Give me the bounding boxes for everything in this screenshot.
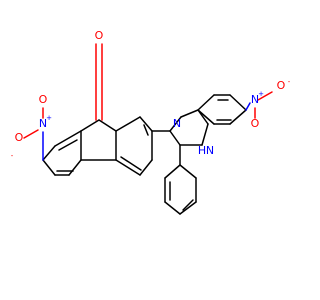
carbon-bond <box>169 130 181 146</box>
carbon-bond <box>115 116 141 132</box>
nitro-left-nitrogen-charge: + <box>46 114 52 122</box>
bond-layer <box>23 43 273 215</box>
carbon-bond <box>182 199 194 211</box>
nitro-right-oxygen-charge: - <box>288 78 291 86</box>
carbon-bond <box>139 159 153 176</box>
oxygen-bond <box>23 129 39 139</box>
nitro-right-nitrogen-label: N <box>251 93 259 106</box>
carbon-bond <box>201 123 209 146</box>
nitro-left-oxygen-single-label: O <box>15 131 24 144</box>
nitro-right-oxygen-single-label: O <box>277 79 286 92</box>
carbon-bond <box>42 159 56 176</box>
carbon-bond <box>42 145 56 161</box>
carbon-bond <box>68 159 82 176</box>
oxygen-bond <box>257 91 273 101</box>
atom-label-layer: O N + O - O N H N N + O O - <box>11 29 291 160</box>
carbon-bond <box>229 109 247 125</box>
carbon-bond <box>164 201 181 215</box>
carbon-bond <box>143 124 149 136</box>
carbon-bond <box>179 201 197 215</box>
carbon-bond <box>164 164 181 179</box>
imidazole-nh-hydrogen-label: H <box>198 144 206 157</box>
carbon-bond <box>115 159 141 176</box>
carbon-bond <box>120 156 142 171</box>
carbon-bond <box>180 109 199 118</box>
nitrogen-bond <box>245 102 251 111</box>
imidazole-nitrogen-label: N <box>173 117 181 130</box>
nitro-right-oxygen-double-label: O <box>251 117 260 130</box>
carbon-bond <box>98 119 117 132</box>
carbon-bond <box>54 130 82 147</box>
imidazole-nh-nitrogen-label: N <box>206 144 214 157</box>
molecule-structure: O N + O - O N H N N + O O - <box>11 29 291 215</box>
carbon-bond <box>197 94 215 111</box>
ketone-oxygen-label: O <box>95 29 104 42</box>
nitro-left-oxygen-double-label: O <box>39 93 48 106</box>
carbon-bond <box>139 116 153 132</box>
nitro-right-nitrogen-charge: + <box>258 90 264 98</box>
nitro-left-oxygen-charge: - <box>11 152 14 160</box>
carbon-bond <box>229 94 247 111</box>
carbon-bond <box>169 116 182 132</box>
carbon-bond <box>58 139 78 151</box>
nitro-left-nitrogen-label: N <box>39 117 47 130</box>
carbon-bond <box>197 109 215 125</box>
carbon-bond <box>80 119 100 132</box>
carbon-bond <box>179 164 197 179</box>
